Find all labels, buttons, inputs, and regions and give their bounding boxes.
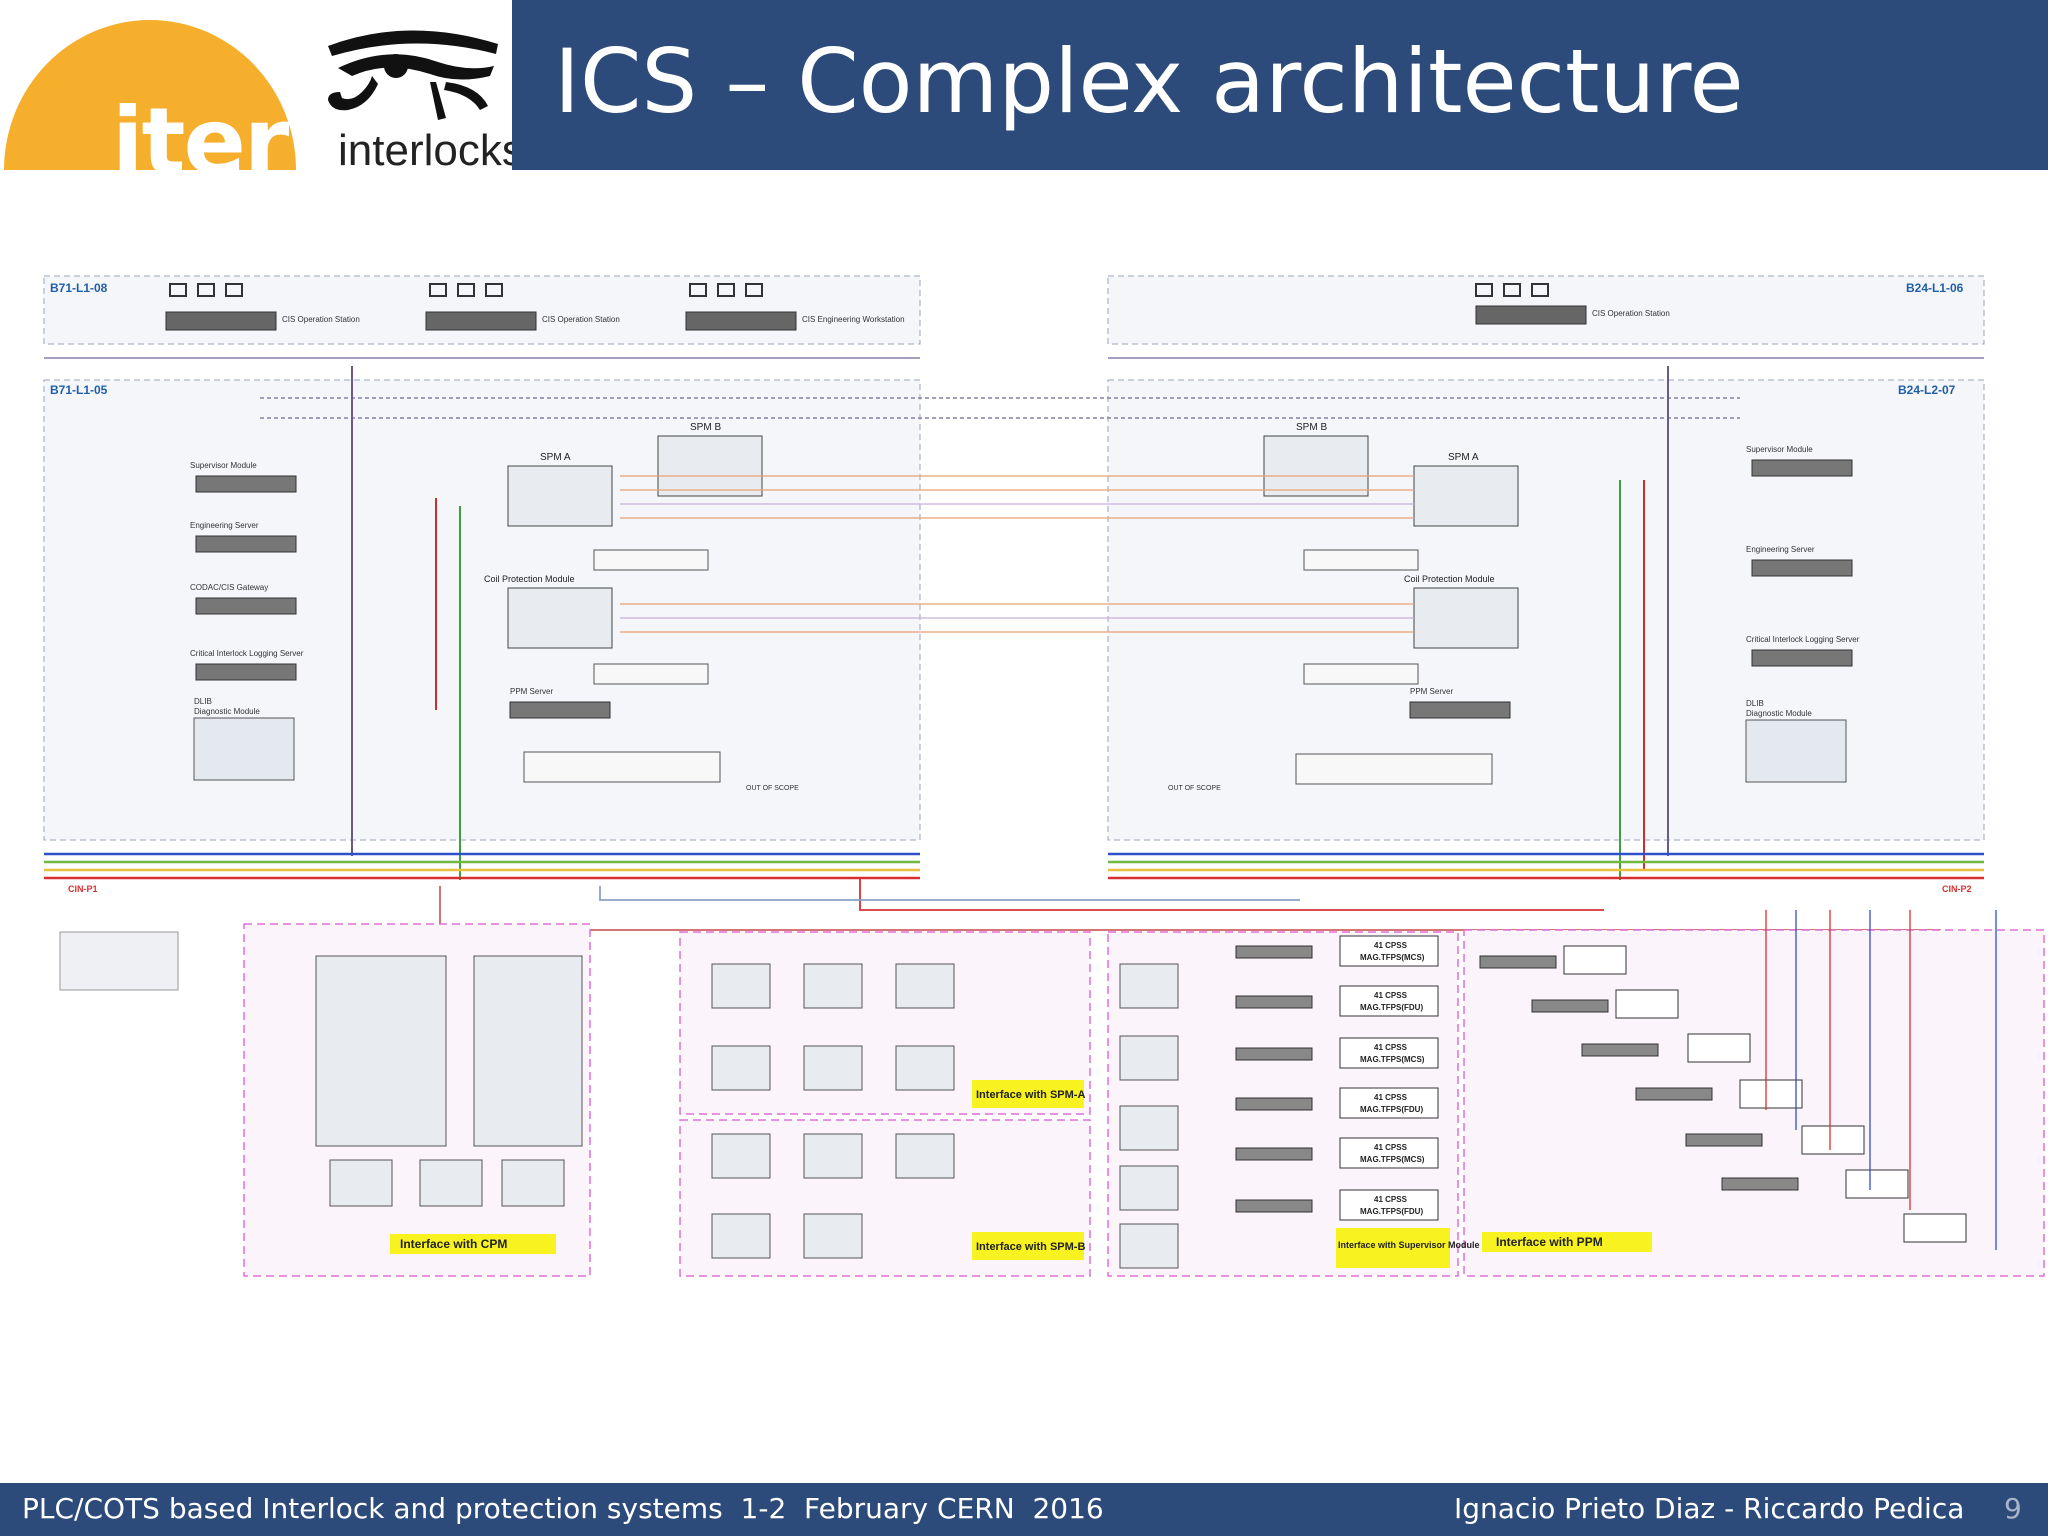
label-critical-right: Critical Interlock Logging Server xyxy=(1746,635,1860,644)
monitor-group-1 xyxy=(169,283,1549,297)
zone-left-top xyxy=(43,275,921,345)
label-codac-left: CODAC/CIS Gateway xyxy=(190,583,268,592)
ppm-server-right xyxy=(1409,701,1511,719)
plc-racks-left xyxy=(507,435,763,649)
logo-area: iter interlocks xyxy=(0,0,524,195)
top-network-lines xyxy=(44,357,1984,419)
iter-logo-text: iter xyxy=(112,88,289,195)
zone-right-main xyxy=(1107,379,1985,841)
ppm-server-left xyxy=(509,701,611,719)
label-cpss-1: 41 CPSS xyxy=(1374,941,1408,950)
interface-spm-b-bg xyxy=(972,1232,1084,1260)
cpss-hosts xyxy=(1235,945,1313,1213)
label-coil-right: Coil Protection Module xyxy=(1404,574,1495,584)
main-networks xyxy=(44,852,1984,880)
vertical-trunks xyxy=(351,366,1669,880)
dlib-modules xyxy=(193,717,1847,783)
label-cis-operation-1: CIS Operation Station xyxy=(282,315,360,324)
label-cpss-4: 41 CPSS xyxy=(1374,1093,1408,1102)
interface-spm-a-bg xyxy=(972,1080,1084,1108)
label-coil-left: Coil Protection Module xyxy=(484,574,575,584)
label-cpss-3: 41 CPSS xyxy=(1374,1043,1408,1052)
label-supervisor-right: Supervisor Module xyxy=(1746,445,1813,454)
label-dlib-diag-left: Diagnostic Module xyxy=(194,707,260,716)
left-servers xyxy=(195,475,297,681)
label-spm-b-left: SPM B xyxy=(690,422,721,433)
cpss-labels: 41 CPSS MAG.TFPS(MCS) 41 CPSS MAG.TFPS(F… xyxy=(1360,941,1425,1216)
interface-spm-b-label: Interface with SPM-B xyxy=(976,1241,1085,1253)
bottom-plc-racks xyxy=(315,955,1179,1269)
label-out-of-scope-right: OUT OF SCOPE xyxy=(1168,785,1221,792)
label-mag-3: MAG.TFPS(MCS) xyxy=(1360,1055,1425,1064)
ppm-units xyxy=(1563,945,1967,1243)
label-critical-left: Critical Interlock Logging Server xyxy=(190,649,304,658)
iter-logo-icon xyxy=(4,20,296,170)
zone-label-left-top: B71-L1-08 xyxy=(50,281,108,295)
label-spm-b-right: SPM B xyxy=(1296,422,1327,433)
label-mag-1: MAG.TFPS(MCS) xyxy=(1360,953,1425,962)
label-cis-engineering: CIS Engineering Workstation xyxy=(802,315,905,324)
label-cis-operation-3: CIS Operation Station xyxy=(1592,309,1670,318)
label-dlib-left: DLIB xyxy=(194,697,212,706)
ppm-verticals xyxy=(1765,910,1997,1250)
ppm-hosts xyxy=(1479,955,1799,1191)
server-racks-top xyxy=(165,305,1587,331)
interface-spm-a-label: Interface with SPM-A xyxy=(976,1089,1085,1101)
interface-ppm-bg xyxy=(1482,1232,1652,1252)
eye-of-horus-icon xyxy=(328,30,498,120)
title-bar: ICS – Complex architecture xyxy=(512,0,2048,170)
interlocks-logo-text: interlocks xyxy=(338,126,524,175)
right-servers xyxy=(1751,459,1853,667)
footer-authors: Ignacio Prieto Diaz - Riccardo Pedica xyxy=(1454,1492,1965,1525)
zone-label-right-top: B24-L1-06 xyxy=(1906,281,1964,295)
terminal-blocks xyxy=(523,549,1493,785)
architecture-diagram: B71-L1-08 B71-L1-05 B24-L1-06 B24-L2-07 … xyxy=(43,275,2045,1277)
interface-ppm-label: Interface with PPM xyxy=(1496,1235,1603,1249)
slide-footer: PLC/COTS based Interlock and protection … xyxy=(0,1483,2048,1536)
label-supervisor-left: Supervisor Module xyxy=(190,461,257,470)
label-cpss-6: 41 CPSS xyxy=(1374,1195,1408,1204)
interface-cpm-bg xyxy=(390,1234,556,1254)
label-cpss-2: 41 CPSS xyxy=(1374,991,1408,1000)
zone-label-left-main: B71-L1-05 xyxy=(50,383,108,397)
footer-event: PLC/COTS based Interlock and protection … xyxy=(22,1492,1104,1525)
label-out-of-scope-left: OUT OF SCOPE xyxy=(746,785,799,792)
label-dlib-right: DLIB xyxy=(1746,699,1764,708)
interface-supervisor-label: Interface with Supervisor Module xyxy=(1338,1240,1480,1250)
label-mag-4: MAG.TFPS(FDU) xyxy=(1360,1105,1423,1114)
page-title: ICS – Complex architecture xyxy=(554,30,1744,133)
label-cis-operation-2: CIS Operation Station xyxy=(542,315,620,324)
plc-racks-right xyxy=(1263,435,1519,649)
label-engineering-left: Engineering Server xyxy=(190,521,259,530)
zone-label-right-main: B24-L2-07 xyxy=(1898,383,1956,397)
label-mag-5: MAG.TFPS(MCS) xyxy=(1360,1155,1425,1164)
label-cin-p1: CIN-P1 xyxy=(68,884,98,894)
label-cpss-5: 41 CPSS xyxy=(1374,1143,1408,1152)
label-ppm-right: PPM Server xyxy=(1410,687,1453,696)
dlib-diagnostic-small xyxy=(59,931,179,991)
label-engineering-right: Engineering Server xyxy=(1746,545,1815,554)
label-dlib-diag-right: Diagnostic Module xyxy=(1746,709,1812,718)
label-cin-p2: CIN-P2 xyxy=(1942,884,1972,894)
cross-links xyxy=(620,475,1414,633)
cpss-units xyxy=(1339,935,1439,1221)
label-spm-a-left: SPM A xyxy=(540,452,571,463)
zone-left-main xyxy=(43,379,921,841)
interface-cpm-label: Interface with CPM xyxy=(400,1237,507,1251)
page-number: 9 xyxy=(2004,1492,2022,1525)
label-mag-6: MAG.TFPS(FDU) xyxy=(1360,1207,1423,1216)
label-mag-2: MAG.TFPS(FDU) xyxy=(1360,1003,1423,1012)
label-spm-a-right: SPM A xyxy=(1448,452,1479,463)
interface-supervisor-bg xyxy=(1336,1228,1450,1268)
slide-header: iter interlocks ICS – Complex architectu… xyxy=(0,0,2048,195)
label-ppm-left: PPM Server xyxy=(510,687,553,696)
